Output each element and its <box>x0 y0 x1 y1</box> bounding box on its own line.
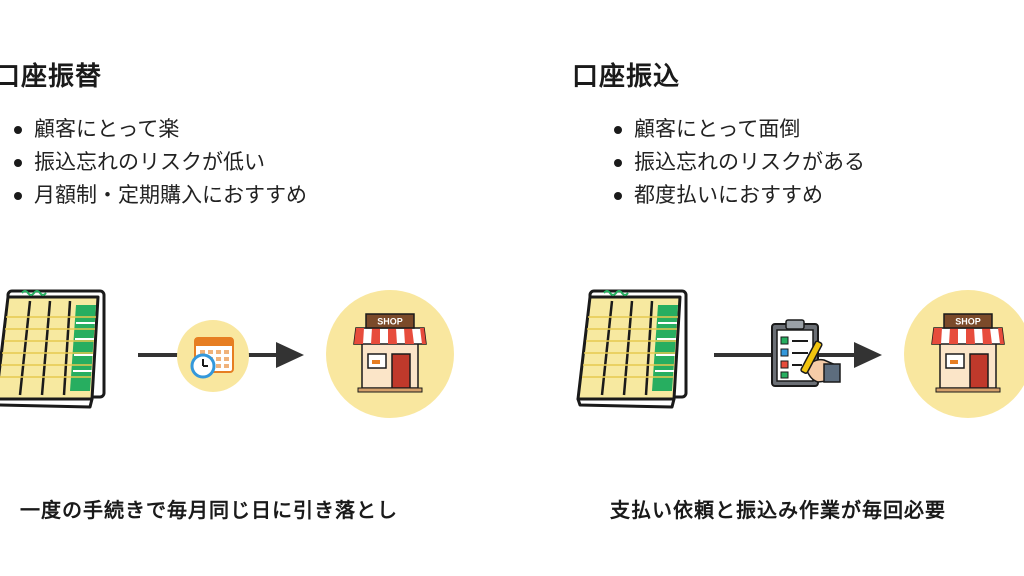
direct-debit-caption: 一度の手続きで毎月同じ日に引き落とし <box>20 498 398 522</box>
calendar-clock-icon <box>177 320 249 392</box>
direct-debit-title: 口座振替 <box>0 62 103 92</box>
bank-transfer-bullets: 顧客にとって面倒 振込忘れのリスクがある 都度払いにおすすめ <box>612 113 865 212</box>
bullet-dot <box>614 192 622 200</box>
bullet-dot <box>14 126 22 134</box>
bullet-item: 振込忘れのリスクがある <box>612 146 865 179</box>
direct-debit-column: 口座振替 顧客にとって楽 振込忘れのリスクが低い 月額制・定期購入におすすめ <box>0 62 454 522</box>
bankbook-icon <box>576 289 688 409</box>
bullet-dot <box>14 192 22 200</box>
clipboard-writing-icon <box>771 319 841 387</box>
bullet-text: 都度払いにおすすめ <box>634 183 823 207</box>
bullet-text: 顧客にとって面倒 <box>634 117 801 141</box>
bullet-dot <box>14 159 22 167</box>
bullet-text: 顧客にとって楽 <box>34 117 180 141</box>
bank-transfer-title: 口座振込 <box>572 62 681 92</box>
bullet-text: 振込忘れのリスクがある <box>634 150 865 174</box>
bullet-dot <box>614 159 622 167</box>
bullet-item: 顧客にとって面倒 <box>612 113 865 146</box>
bullet-item: 都度払いにおすすめ <box>612 179 865 212</box>
shop-sign-text: SHOP <box>955 317 981 327</box>
bullet-item: 振込忘れのリスクが低い <box>12 146 307 179</box>
shop-icon: SHOP <box>904 290 1024 418</box>
direct-debit-bullets: 顧客にとって楽 振込忘れのリスクが低い 月額制・定期購入におすすめ <box>12 113 307 212</box>
bank-transfer-column: 口座振込 顧客にとって面倒 振込忘れのリスクがある 都度払いにおすすめ <box>512 0 1024 576</box>
bankbook-icon <box>0 289 106 409</box>
bullet-text: 振込忘れのリスクが低い <box>34 150 265 174</box>
bullet-item: 顧客にとって楽 <box>12 113 307 146</box>
bank-transfer-caption: 支払い依頼と振込み作業が毎回必要 <box>610 498 946 522</box>
bullet-dot <box>614 126 622 134</box>
bullet-item: 月額制・定期購入におすすめ <box>12 179 307 212</box>
bullet-text: 月額制・定期購入におすすめ <box>34 183 307 207</box>
shop-sign-text: SHOP <box>377 317 403 327</box>
shop-icon: SHOP <box>326 290 454 418</box>
